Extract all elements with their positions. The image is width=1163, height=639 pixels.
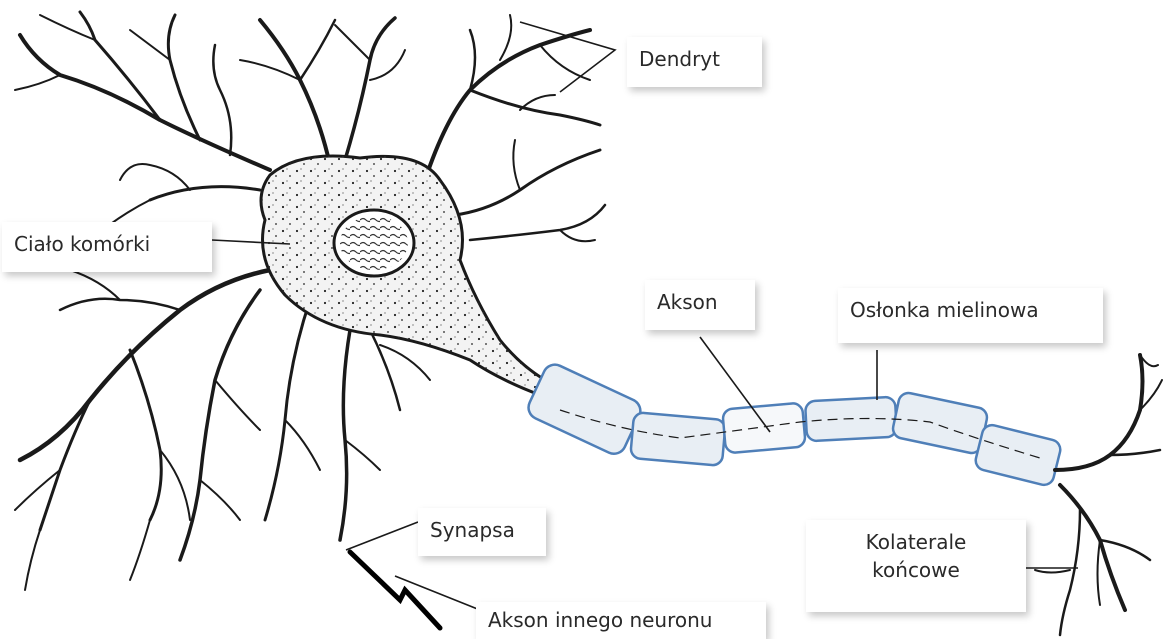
myelinated-axon (525, 361, 1063, 487)
label-akson: Akson (645, 280, 755, 330)
label-synapsa: Synapsa (418, 508, 546, 556)
label-cialo-komorki: Ciało komórki (2, 222, 212, 272)
label-akson-innego-neuronu: Akson innego neuronu (476, 602, 766, 639)
cell-body (261, 156, 545, 395)
leader-synapsa (346, 522, 418, 550)
label-kolaterale-line1: Kolaterale (818, 528, 1014, 556)
label-kolaterale-koncowe: Kolaterale końcowe (806, 520, 1026, 612)
leader-dendryt (520, 22, 615, 92)
label-kolaterale-line2: końcowe (818, 556, 1014, 584)
other-neuron-axon (350, 552, 440, 628)
axon-terminals (1035, 355, 1162, 635)
label-dendryt: Dendryt (627, 37, 762, 87)
label-oslonka-mielinowa: Osłonka mielinowa (838, 288, 1103, 343)
